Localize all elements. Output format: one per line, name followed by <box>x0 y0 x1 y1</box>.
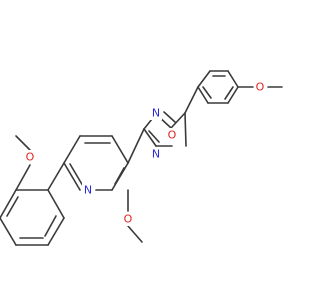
atom-labels: O N O N O N <box>24 80 266 226</box>
bond <box>170 112 186 129</box>
bond <box>63 162 81 191</box>
atom-o-methoxy-bottom-left: O <box>24 150 36 164</box>
svg-text:N: N <box>84 184 92 197</box>
bond <box>47 217 65 246</box>
bond <box>197 86 209 104</box>
bond <box>184 112 187 147</box>
svg-text:O: O <box>168 129 177 142</box>
bond <box>163 111 176 123</box>
svg-text:O: O <box>124 213 133 226</box>
bond <box>184 86 199 114</box>
bond <box>224 86 234 100</box>
atom-o-methoxy-top: O <box>254 80 266 94</box>
bond <box>0 217 17 246</box>
bond <box>44 215 57 237</box>
molecule-drawing: O N O N O N <box>0 70 283 246</box>
bond <box>69 163 84 187</box>
bond <box>111 135 129 164</box>
bond <box>227 70 239 88</box>
atom-n-oxadiazole-4: N <box>150 106 162 120</box>
bond <box>63 135 81 164</box>
svg-text:O: O <box>26 151 35 164</box>
atom-o-oxadiazole-1: O <box>166 128 178 142</box>
bond <box>15 135 31 151</box>
bond <box>197 70 211 88</box>
bond <box>114 167 125 185</box>
bond <box>6 196 19 217</box>
bond <box>0 189 17 219</box>
bond <box>47 162 65 191</box>
bond <box>202 86 212 99</box>
atom-n-pyridine: N <box>82 183 94 197</box>
atom-o-methoxy-pyridine: O <box>122 212 134 226</box>
atom-n-oxadiazole-2: N <box>150 147 162 161</box>
bond <box>148 130 160 143</box>
bond <box>127 128 145 164</box>
bond <box>127 225 143 243</box>
bond-lines <box>0 70 283 246</box>
bond <box>143 128 157 147</box>
structure-canvas: O N O N O N <box>0 70 283 246</box>
svg-text:N: N <box>152 148 160 161</box>
bond <box>227 86 239 104</box>
bond <box>15 164 31 191</box>
bond <box>47 189 65 219</box>
svg-text:N: N <box>152 107 160 120</box>
svg-text:O: O <box>256 81 265 94</box>
